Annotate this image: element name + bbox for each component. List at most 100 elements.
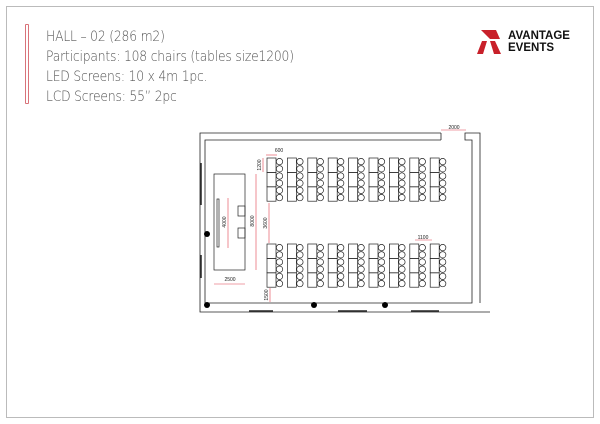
chair — [275, 194, 284, 202]
page-frame — [6, 6, 594, 418]
table — [266, 186, 277, 202]
table — [389, 157, 399, 173]
chair — [439, 244, 447, 252]
table — [409, 157, 420, 173]
table — [287, 272, 297, 288]
table — [266, 272, 277, 288]
chair — [296, 272, 304, 280]
chair — [377, 194, 386, 202]
table — [389, 186, 399, 202]
chair — [418, 186, 426, 194]
chair — [439, 280, 447, 288]
chair — [418, 165, 426, 173]
chair — [316, 258, 324, 266]
chair — [398, 258, 406, 266]
table-width-dim-label: 600 — [275, 148, 284, 154]
table — [348, 243, 358, 259]
aisle-dim-label: 3600 — [263, 217, 269, 228]
table — [307, 258, 318, 274]
table — [409, 172, 420, 188]
table — [368, 172, 379, 188]
chair — [337, 272, 345, 280]
chair — [439, 179, 447, 187]
chair — [357, 158, 365, 166]
chair — [316, 158, 324, 166]
chair — [418, 280, 426, 288]
chair — [337, 179, 345, 187]
participants-text: Participants: 108 chairs (tables size120… — [46, 49, 294, 65]
chair — [316, 265, 324, 273]
table — [348, 186, 358, 202]
chair — [357, 244, 365, 252]
table — [307, 243, 318, 259]
table — [389, 258, 399, 274]
table — [389, 272, 399, 288]
stage-width-dim-label: 2500 — [224, 277, 235, 283]
chair — [398, 172, 406, 180]
table — [266, 172, 277, 188]
table — [429, 172, 440, 188]
chair — [357, 258, 365, 266]
table — [389, 243, 399, 259]
table — [429, 186, 440, 202]
chair — [296, 265, 304, 273]
table — [368, 258, 379, 274]
chair — [337, 244, 345, 252]
table — [266, 157, 277, 173]
table — [327, 186, 338, 202]
chair — [377, 258, 386, 266]
chair — [377, 251, 386, 259]
chair — [296, 194, 304, 202]
outer-wall — [199, 132, 490, 313]
table — [266, 258, 277, 274]
table — [368, 243, 379, 259]
table — [368, 186, 379, 202]
hall-title: HALL – 02 (286 m2) — [46, 29, 165, 45]
accent-bar — [25, 24, 29, 104]
chair — [275, 179, 284, 187]
chair — [275, 265, 284, 273]
chair — [418, 158, 426, 166]
table — [429, 258, 440, 274]
table — [307, 157, 318, 173]
chair — [377, 179, 386, 187]
stage-depth-dim-label: 8000 — [250, 215, 256, 226]
walls — [199, 132, 490, 313]
chair — [418, 251, 426, 259]
chair — [316, 165, 324, 173]
chair — [316, 280, 324, 288]
table — [429, 272, 440, 288]
chair — [439, 158, 447, 166]
chair — [398, 272, 406, 280]
chair — [357, 272, 365, 280]
windows — [200, 163, 439, 312]
chair — [337, 194, 345, 202]
chair — [418, 172, 426, 180]
chair — [337, 165, 345, 173]
chair — [316, 272, 324, 280]
chair — [418, 265, 426, 273]
chair — [296, 280, 304, 288]
table — [327, 272, 338, 288]
chair — [296, 179, 304, 187]
chair — [337, 265, 345, 273]
stage — [213, 173, 246, 271]
led-width-dim-label: 4000 — [222, 216, 228, 227]
columns-pillars — [204, 231, 388, 308]
chair — [377, 244, 386, 252]
chair — [296, 186, 304, 194]
chair — [275, 251, 284, 259]
chair — [377, 272, 386, 280]
table — [287, 243, 297, 259]
chair — [439, 272, 447, 280]
chair — [296, 251, 304, 259]
chair — [357, 280, 365, 288]
chair — [316, 186, 324, 194]
inner-wall — [204, 132, 481, 304]
chair — [418, 272, 426, 280]
logo-line2: EVENTS — [508, 42, 555, 54]
chair — [337, 186, 345, 194]
chair — [357, 194, 365, 202]
chair — [439, 251, 447, 259]
